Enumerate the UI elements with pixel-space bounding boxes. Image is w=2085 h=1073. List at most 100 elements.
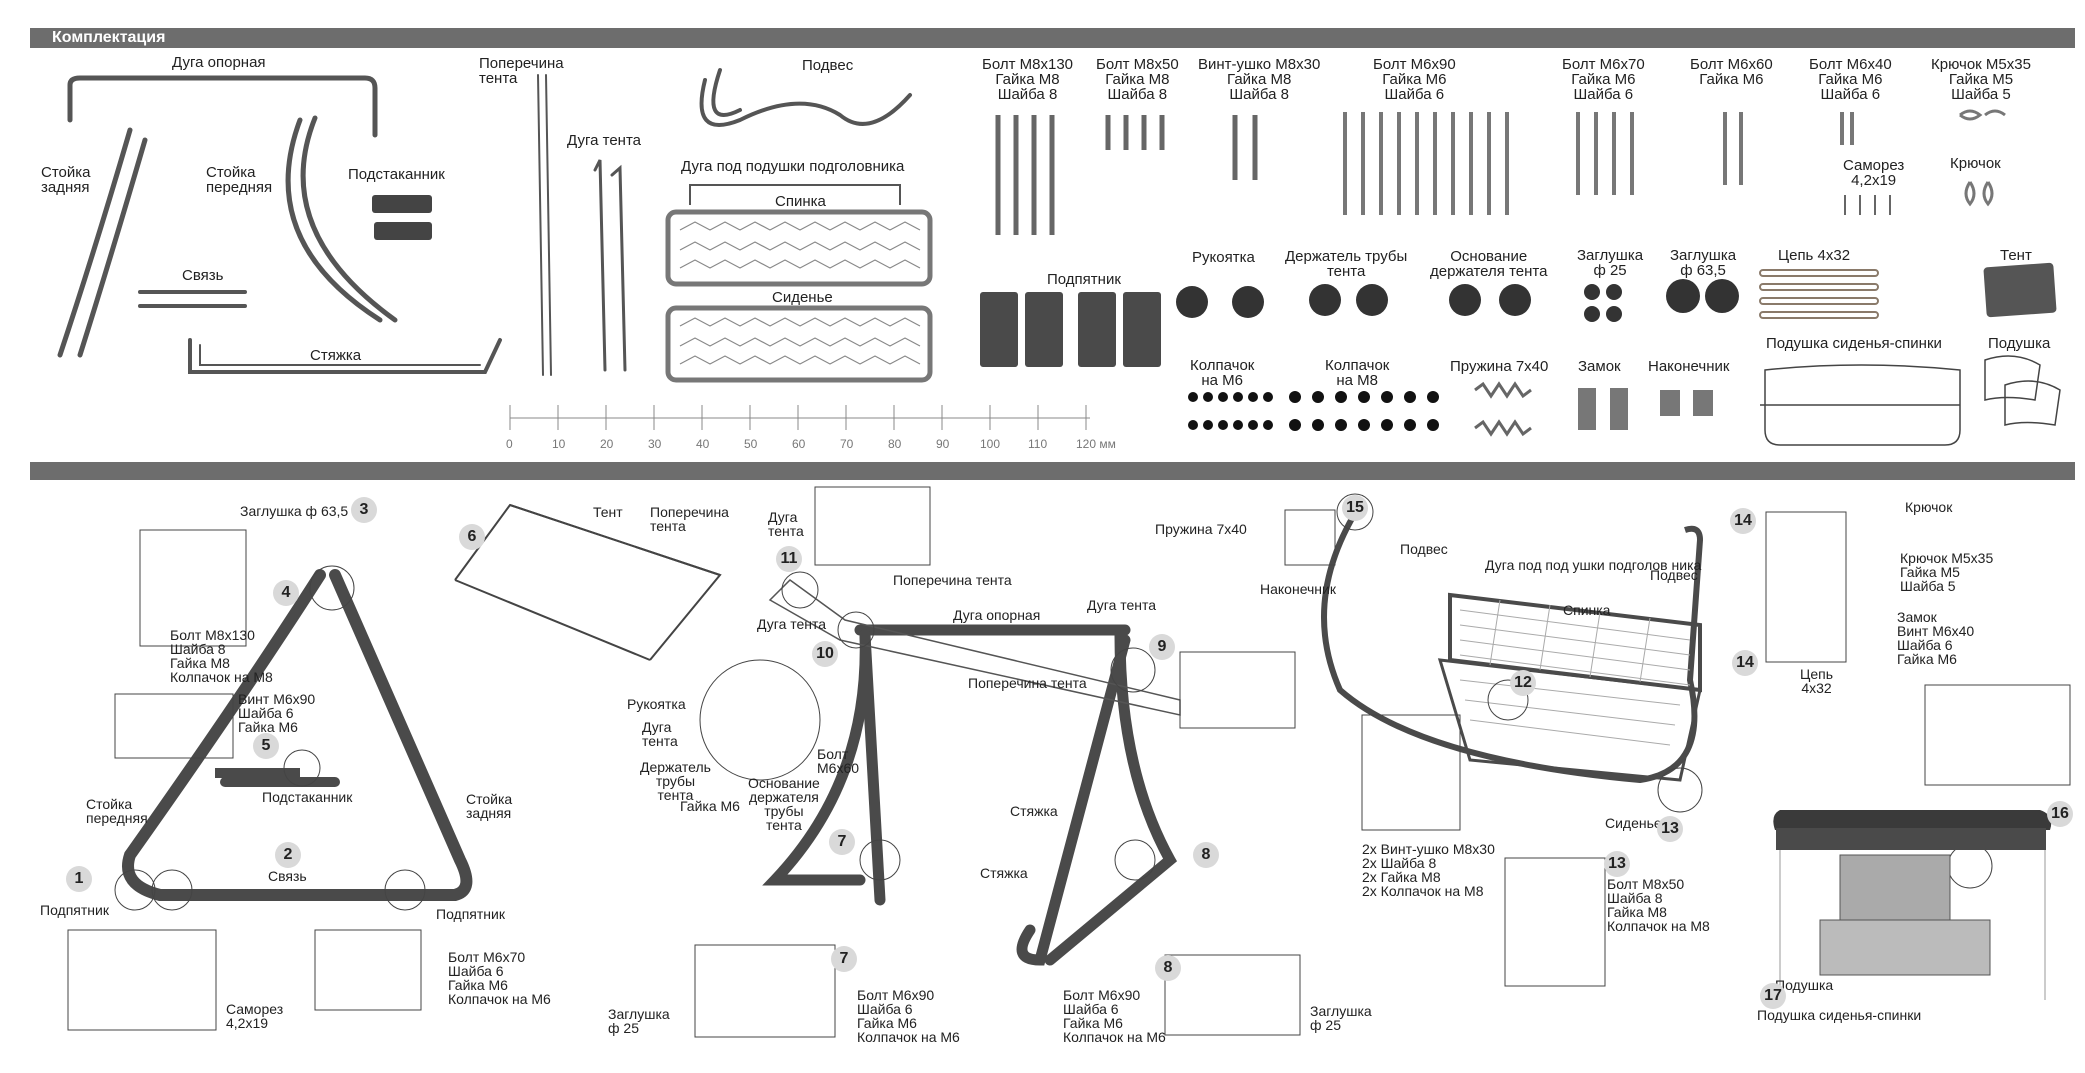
canopy-arc-part bbox=[593, 159, 627, 372]
step-badge-10: 10 bbox=[812, 641, 838, 667]
step8-callout: Болт М6х90 Шайба 6 Гайка М6 Колпачок на … bbox=[1063, 987, 1166, 1045]
step1-callout: Саморез 4,2х19 bbox=[226, 1001, 284, 1031]
step-badge-6: 6 bbox=[459, 524, 485, 550]
hook-label: Крючок bbox=[1950, 155, 2001, 172]
hanger-part bbox=[699, 78, 912, 127]
swing-arc-right-label: Дуга тента bbox=[1087, 597, 1157, 613]
fastener-label-3: Винт-ушко М8х30 Гайка М8 Шайба 8 bbox=[1198, 56, 1321, 103]
part-cup-holder-label: Подстаканник bbox=[348, 166, 445, 183]
tip-label: Наконечник bbox=[1648, 358, 1730, 375]
kit-title: Комплектация bbox=[52, 29, 166, 46]
seat-seat-label: Сиденье bbox=[1605, 815, 1662, 831]
swing-crossbar-label: Поперечина тента bbox=[968, 675, 1087, 691]
fastener-label-8: Крючок М5х35 Гайка М5 Шайба 5 bbox=[1931, 56, 2031, 103]
part-front-post-label: Стойка передняя bbox=[206, 164, 273, 196]
frame-front-post-label: Стойка передняя bbox=[86, 796, 148, 826]
step-badge-13b: 13 bbox=[1604, 851, 1630, 877]
part-link-label: Связь bbox=[182, 267, 224, 284]
plug-63-label: Заглушка ф 63,5 bbox=[1670, 247, 1737, 279]
step10-bolt-label: Болт М6х60 bbox=[817, 746, 860, 776]
step-badge-3: 3 bbox=[351, 497, 377, 523]
support-arch-part bbox=[67, 75, 378, 138]
seat-back-cushion-label: Подушка сиденья-спинки bbox=[1766, 335, 1942, 352]
step7-callout: Болт М6х90 Шайба 6 Гайка М6 Колпачок на … bbox=[857, 987, 960, 1045]
step14-hook-label: Крючок bbox=[1905, 499, 1953, 515]
part-headrest-arc-label: Дуга под подушки подголовника bbox=[681, 158, 905, 175]
step7-plug-label: Заглушка ф 25 bbox=[608, 1006, 670, 1036]
link-part bbox=[138, 290, 247, 308]
frame-foot-right-label: Подпятник bbox=[436, 906, 505, 922]
step10-holder-label: Держатель трубы тента bbox=[640, 759, 711, 803]
swing-support-arch-label: Дуга опорная bbox=[953, 607, 1041, 623]
seat-hanger-left-label: Подвес bbox=[1400, 541, 1448, 557]
fastener-label-5: Болт М6х70 Гайка М6 Шайба 6 bbox=[1562, 56, 1645, 103]
step15-spring-label: Пружина 7х40 bbox=[1155, 521, 1247, 537]
part-seat-label: Сиденье bbox=[772, 289, 833, 306]
step-badge-9: 9 bbox=[1149, 634, 1175, 660]
step-badge-12: 12 bbox=[1510, 670, 1536, 696]
step-badge-7b: 7 bbox=[831, 946, 857, 972]
knob-label: Рукоятка bbox=[1192, 249, 1255, 266]
step10-arc-label: Дуга тента bbox=[642, 719, 678, 749]
step-badge-7: 7 bbox=[829, 829, 855, 855]
part-canopy-crossbar-label: Поперечина тента bbox=[479, 55, 564, 87]
cushion-label: Подушка bbox=[1988, 335, 2051, 352]
cap-m8-label: Колпачок на М8 bbox=[1325, 357, 1390, 389]
fastener-label-6: Болт М6х60 Гайка М6 bbox=[1690, 56, 1773, 88]
step11-arc-label: Дуга тента bbox=[768, 509, 804, 539]
fastener-label-4: Болт М6х90 Гайка М6 Шайба 6 bbox=[1373, 56, 1456, 103]
step5-callout: Винт М6х90 Шайба 6 Гайка М6 bbox=[238, 691, 316, 735]
seat-back-label: Спинка bbox=[1563, 602, 1611, 618]
step-badge-13: 13 bbox=[1657, 816, 1683, 842]
step4-callout: Болт М8х130 Шайба 8 Гайка М8 Колпачок на… bbox=[170, 627, 273, 685]
seat-hanger-right-label: Подвес bbox=[1650, 567, 1698, 583]
part-rear-post-label: Стойка задняя bbox=[41, 164, 91, 196]
frame-rear-post-label: Стойка задняя bbox=[466, 791, 513, 821]
part-foot-cup-label: Подпятник bbox=[1047, 271, 1121, 288]
frame-step1-5 bbox=[122, 569, 473, 901]
part-support-arch-label: Дуга опорная bbox=[172, 54, 266, 71]
step14-callout: Крючок М5х35 Гайка М5 Шайба 5 bbox=[1900, 550, 1994, 594]
step13-callout: Болт М8х50 Шайба 8 Гайка М8 Колпачок на … bbox=[1607, 876, 1710, 934]
step-badge-15: 15 bbox=[1342, 495, 1368, 521]
step-badge-8b: 8 bbox=[1155, 955, 1181, 981]
step6-crossbar-label: Поперечина тента bbox=[650, 504, 729, 534]
frame-link-label: Связь bbox=[268, 868, 307, 884]
part-hanger-label: Подвес bbox=[802, 57, 854, 74]
rear-post-part bbox=[57, 127, 133, 358]
assembly-header-bar bbox=[30, 462, 2075, 480]
frame-cup-holder-label: Подстаканник bbox=[262, 789, 353, 805]
step11-crossbar-label: Поперечина тента bbox=[893, 572, 1012, 588]
step3-label: Заглушка ф 63,5 bbox=[240, 503, 349, 519]
step2-callout: Болт М6х70 Шайба 6 Гайка М6 Колпачок на … bbox=[448, 949, 551, 1007]
swing-tie-2-label: Стяжка bbox=[980, 865, 1028, 881]
step-badge-11: 11 bbox=[776, 546, 802, 572]
step6-tent-label: Тент bbox=[593, 504, 623, 520]
tube-holder-label: Держатель трубы тента bbox=[1285, 248, 1408, 280]
step-badge-14a: 14 bbox=[1730, 508, 1756, 534]
part-back-label: Спинка bbox=[775, 193, 826, 210]
plug-25-label: Заглушка ф 25 bbox=[1577, 247, 1644, 279]
lock-label: Замок bbox=[1578, 358, 1621, 375]
step15-tip-label: Наконечник bbox=[1260, 581, 1336, 597]
step-badge-2: 2 bbox=[275, 842, 301, 868]
spring-label: Пружина 7х40 bbox=[1450, 358, 1549, 375]
step10-base-label: Основание держателя трубы тента bbox=[748, 775, 820, 833]
seat-mesh-part bbox=[665, 305, 933, 383]
tie-part bbox=[188, 338, 502, 374]
tent-label: Тент bbox=[2000, 247, 2032, 264]
cap-m6-label: Колпачок на М6 bbox=[1190, 357, 1255, 389]
step-badge-14b: 14 bbox=[1732, 650, 1758, 676]
step8-plug-label: Заглушка ф 25 bbox=[1310, 1003, 1372, 1033]
swing-arc-left-label: Дуга тента bbox=[757, 616, 827, 632]
kit-header-bar: Комплектация bbox=[30, 28, 2075, 48]
back-mesh-part bbox=[665, 209, 933, 287]
step-badge-8: 8 bbox=[1193, 842, 1219, 868]
holder-base-label: Основание держателя тента bbox=[1430, 248, 1548, 280]
step14-chain-label: Цепь 4х32 bbox=[1800, 666, 1834, 696]
step-badge-5: 5 bbox=[253, 733, 279, 759]
frame-foot-left-label: Подпятник bbox=[40, 902, 109, 918]
step10-knob-label: Рукоятка bbox=[627, 696, 686, 712]
step14-lock-callout: Замок Винт М6х40 Шайба 6 Гайка М6 bbox=[1897, 609, 1975, 667]
